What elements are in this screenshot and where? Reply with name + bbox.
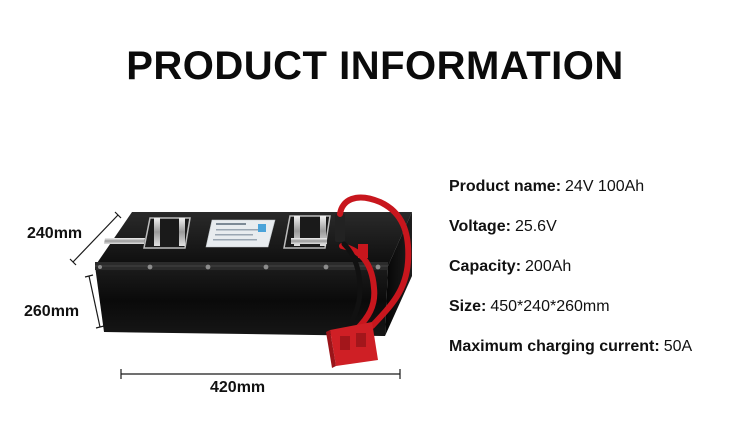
spec-key: Capacity: <box>449 258 522 275</box>
spec-product-name: Product name:24V 100Ah <box>449 177 692 217</box>
spec-capacity: Capacity:200Ah <box>449 257 692 297</box>
spec-max-charging-current: Maximum charging current:50A <box>449 337 692 377</box>
spec-voltage: Voltage:25.6V <box>449 217 692 257</box>
spec-value: 50A <box>663 338 693 355</box>
dimension-lines <box>69 211 401 379</box>
dimension-length-label: 420mm <box>210 379 266 396</box>
spec-size: Size:450*240*260mm <box>449 297 692 337</box>
handle-right <box>283 215 331 249</box>
battery-label <box>205 219 276 248</box>
spec-key: Maximum charging current: <box>449 338 660 355</box>
spec-value: 24V 100Ah <box>565 178 645 195</box>
spec-value: 25.6V <box>514 218 557 235</box>
dimension-height-label: 260mm <box>24 303 80 320</box>
anderson-connector <box>326 322 378 368</box>
spec-value: 450*240*260mm <box>490 298 610 315</box>
page-title: PRODUCT INFORMATION <box>126 44 624 88</box>
spec-list: Product name:24V 100Ah Voltage:25.6V Cap… <box>449 177 692 377</box>
handle-left <box>103 217 191 249</box>
spec-value: 200Ah <box>525 258 572 275</box>
battery-cables <box>335 194 412 337</box>
dimension-width-label: 240mm <box>27 225 83 242</box>
spec-key: Product name: <box>449 178 562 195</box>
spec-key: Size: <box>449 298 487 315</box>
spec-key: Voltage: <box>449 218 511 235</box>
